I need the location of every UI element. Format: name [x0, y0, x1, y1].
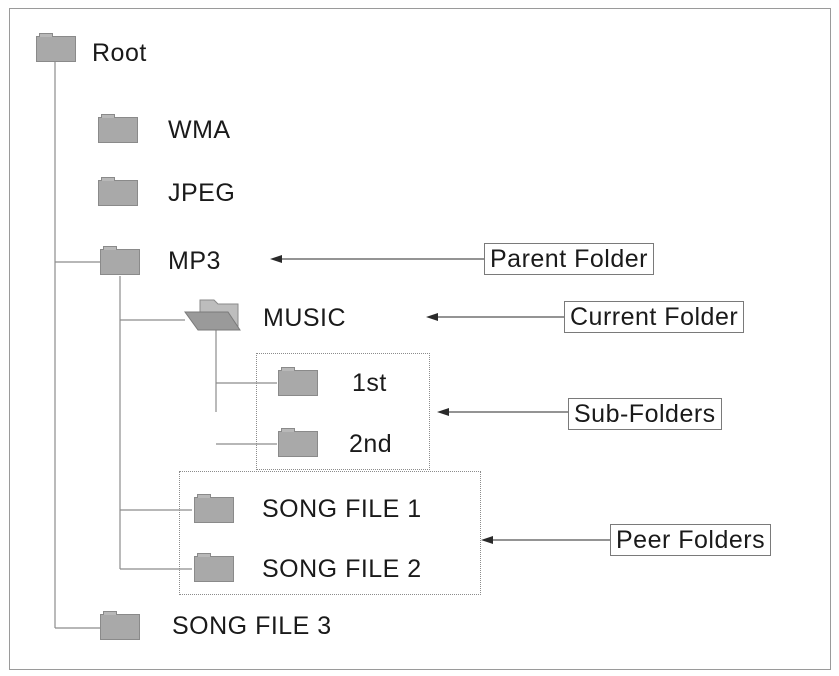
root-folder-icon	[36, 33, 76, 62]
parent-arrowhead	[270, 255, 282, 263]
first-label[interactable]: 1st	[352, 369, 387, 397]
song1-label[interactable]: SONG FILE 1	[262, 495, 422, 523]
first-folder-icon	[278, 367, 318, 396]
diagram-frame	[9, 8, 831, 670]
mp3-folder-icon	[100, 246, 140, 275]
song3-folder-icon	[100, 611, 140, 640]
sub-arrowhead	[437, 408, 449, 416]
wma-label[interactable]: WMA	[168, 116, 231, 144]
song3-label[interactable]: SONG FILE 3	[172, 612, 332, 640]
peer-arrowhead	[481, 536, 493, 544]
peer-folders-group-box	[179, 471, 481, 595]
peer-folders-callout: Peer Folders	[610, 524, 772, 556]
song1-folder-icon	[194, 494, 234, 523]
parent-folder-callout: Parent Folder	[484, 243, 654, 275]
subfolders-group-box	[256, 353, 430, 470]
song2-folder-icon	[194, 553, 234, 582]
wma-folder-icon	[98, 114, 138, 143]
current-folder-callout: Current Folder	[564, 301, 745, 333]
current-arrowhead	[426, 313, 438, 321]
jpeg-label[interactable]: JPEG	[168, 179, 236, 207]
jpeg-folder-icon	[98, 177, 138, 206]
music-label[interactable]: MUSIC	[263, 304, 347, 332]
second-folder-icon	[278, 428, 318, 457]
mp3-label[interactable]: MP3	[168, 247, 221, 275]
song2-label[interactable]: SONG FILE 2	[262, 555, 422, 583]
second-label[interactable]: 2nd	[349, 430, 393, 458]
root-label[interactable]: Root	[92, 39, 147, 67]
open-folder-icon	[184, 299, 241, 331]
sub-folders-callout: Sub-Folders	[568, 398, 722, 430]
